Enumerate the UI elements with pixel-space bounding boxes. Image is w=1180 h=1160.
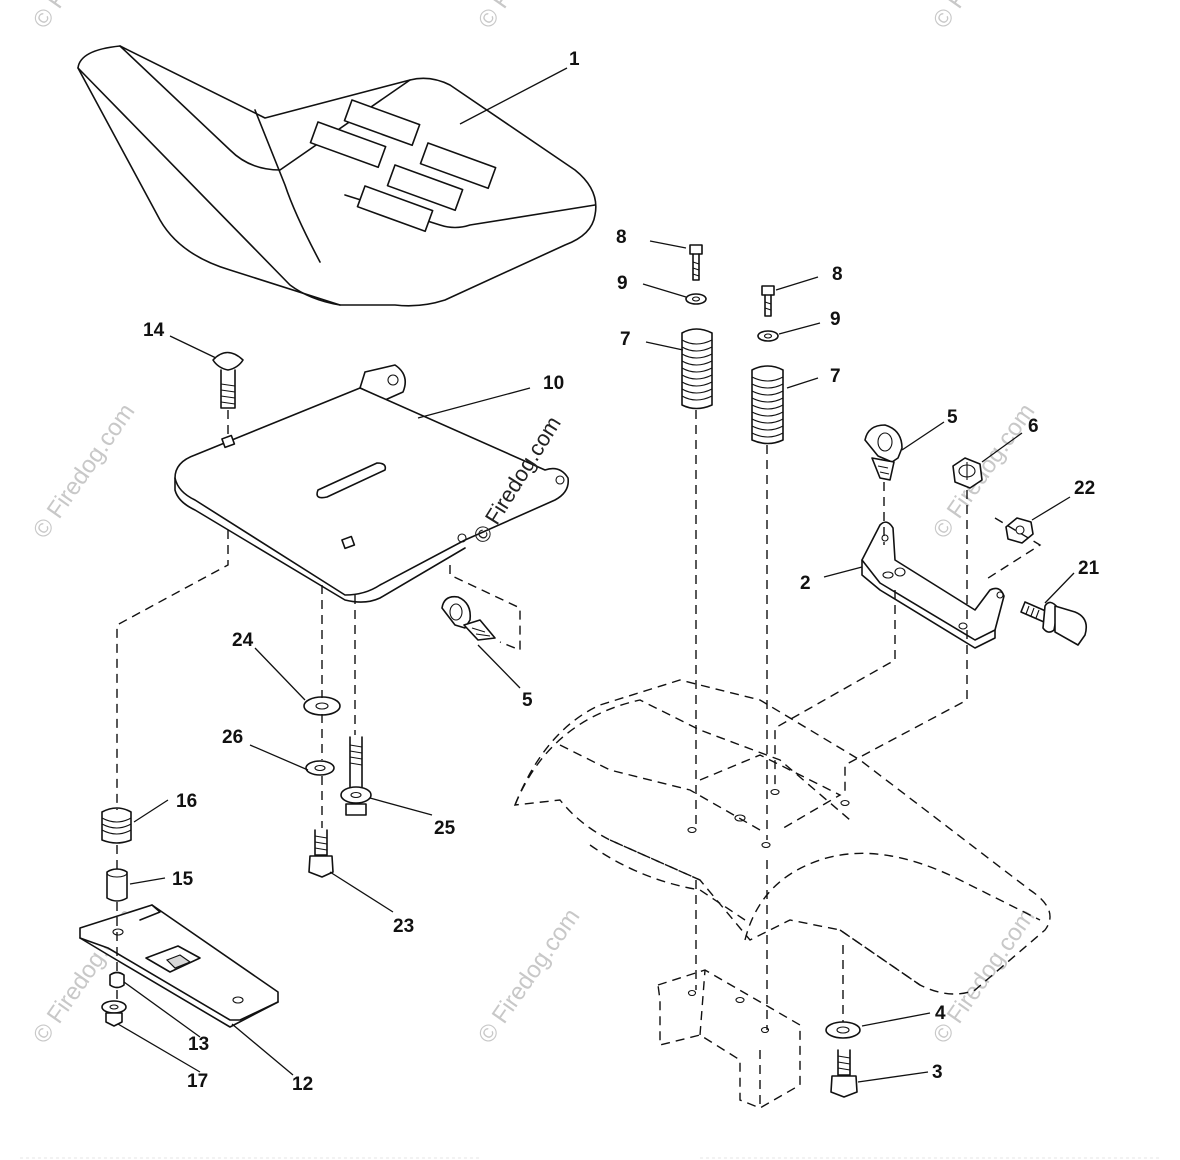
seat-pad: [419, 142, 497, 190]
leader-lines: [117, 67, 1075, 1083]
callout-12: 12: [292, 1074, 313, 1095]
washer-part-4: [825, 1021, 861, 1039]
callout-7a: 7: [620, 329, 631, 350]
bolt-part-21: [1020, 601, 1088, 646]
callout-14: 14: [143, 320, 165, 341]
lockwasher-part-26: [305, 760, 335, 776]
bolt-part-23: [308, 829, 334, 878]
callout-6: 6: [1028, 416, 1039, 437]
watermark-faint-6: © Firedog.com: [28, 0, 141, 33]
callout-16: 16: [176, 791, 197, 812]
callout-25: 25: [434, 818, 456, 839]
seat-pad: [343, 99, 421, 147]
seat-pad: [309, 121, 387, 169]
seat-pan-part: [174, 364, 570, 603]
callout-15: 15: [172, 869, 194, 890]
spring-stack-left: [681, 244, 713, 410]
callout-23: 23: [393, 916, 414, 937]
callout-9b: 9: [830, 309, 841, 330]
watermark-faint-5: © Firedog.com: [928, 904, 1041, 1049]
bracket-part-2: [861, 521, 1005, 649]
callout-labels: 1 10 14 8 9 7 8 9 7 5 6 22 21 2 5 24 26 …: [143, 49, 1100, 1095]
watermark-faint-4: © Firedog.com: [473, 904, 586, 1049]
callout-21: 21: [1078, 558, 1100, 579]
callout-17: 17: [187, 1071, 208, 1092]
spring-part-16: [101, 807, 132, 844]
washer-part-24: [303, 696, 341, 716]
callout-3: 3: [932, 1062, 943, 1083]
nut-part-13: [109, 971, 125, 989]
callout-7b: 7: [830, 366, 841, 387]
spring-stack-right: [751, 285, 784, 445]
plate-part-12: [79, 904, 279, 1028]
callout-8b: 8: [832, 264, 843, 285]
watermark-faint-8: © Firedog.com: [928, 0, 1041, 33]
callout-4: 4: [935, 1003, 946, 1024]
callout-10: 10: [543, 373, 564, 394]
fender-outline: [513, 679, 1051, 995]
clip-part-upper: [864, 424, 903, 481]
callout-26: 26: [222, 727, 243, 748]
assembly-lines: [116, 410, 1042, 1030]
callout-5b: 5: [522, 690, 533, 711]
bolt-part-3: [830, 1049, 858, 1098]
nut-part-6: [952, 457, 983, 489]
callout-1: 1: [569, 49, 580, 70]
carriage-bolt-part: [212, 351, 244, 409]
callout-24: 24: [232, 630, 254, 651]
watermark-faint-7: © Firedog.com: [473, 0, 586, 33]
callout-22: 22: [1074, 478, 1095, 499]
seat-pad: [386, 164, 464, 212]
clip-part-lower: [441, 595, 496, 641]
lower-frame-outline: [657, 969, 801, 1109]
callout-9a: 9: [617, 273, 628, 294]
nut-part-17: [101, 1000, 127, 1027]
watermark-faint-1: © Firedog.com: [28, 399, 141, 544]
callout-8a: 8: [616, 227, 627, 248]
callout-13: 13: [188, 1034, 209, 1055]
callout-5a: 5: [947, 407, 958, 428]
spacer-part-15: [106, 868, 128, 902]
bolt-part-25: [340, 736, 372, 816]
seat-pad: [356, 185, 434, 233]
seat-part: [77, 45, 597, 307]
callout-2: 2: [800, 573, 811, 594]
nut-part-22: [1005, 517, 1034, 544]
